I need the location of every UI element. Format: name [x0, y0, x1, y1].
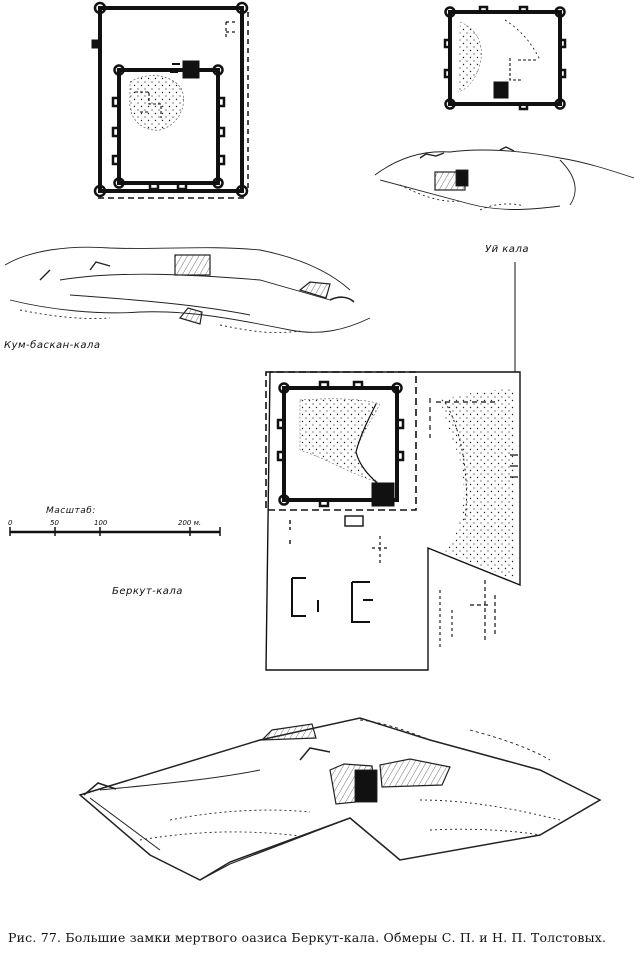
scale-tick-100: 100	[94, 519, 108, 527]
uy-kala-plan	[443, 5, 567, 111]
berkut-kala-label: Беркут-кала	[112, 586, 183, 597]
scale-tick-50: 50	[50, 519, 59, 527]
scale-tick-200: 200 м.	[178, 519, 202, 527]
berkut-kala-plan	[265, 371, 521, 671]
scale-title: Масштаб:	[46, 506, 96, 516]
uy-kala-sketch	[374, 146, 635, 211]
figure-caption: Рис. 77. Большие замки мертвого оазиса Б…	[8, 930, 607, 945]
kum-baskan-plan	[91, 1, 249, 199]
scale-tick-0: 0	[8, 519, 13, 527]
scale-bar	[9, 527, 221, 536]
berkut-kala-sketch	[78, 717, 602, 881]
kum-baskan-sketch	[4, 246, 371, 334]
kum-baskan-label: Кум-баскан-кала	[4, 340, 101, 351]
uy-kala-label: Уй кала	[485, 244, 529, 255]
